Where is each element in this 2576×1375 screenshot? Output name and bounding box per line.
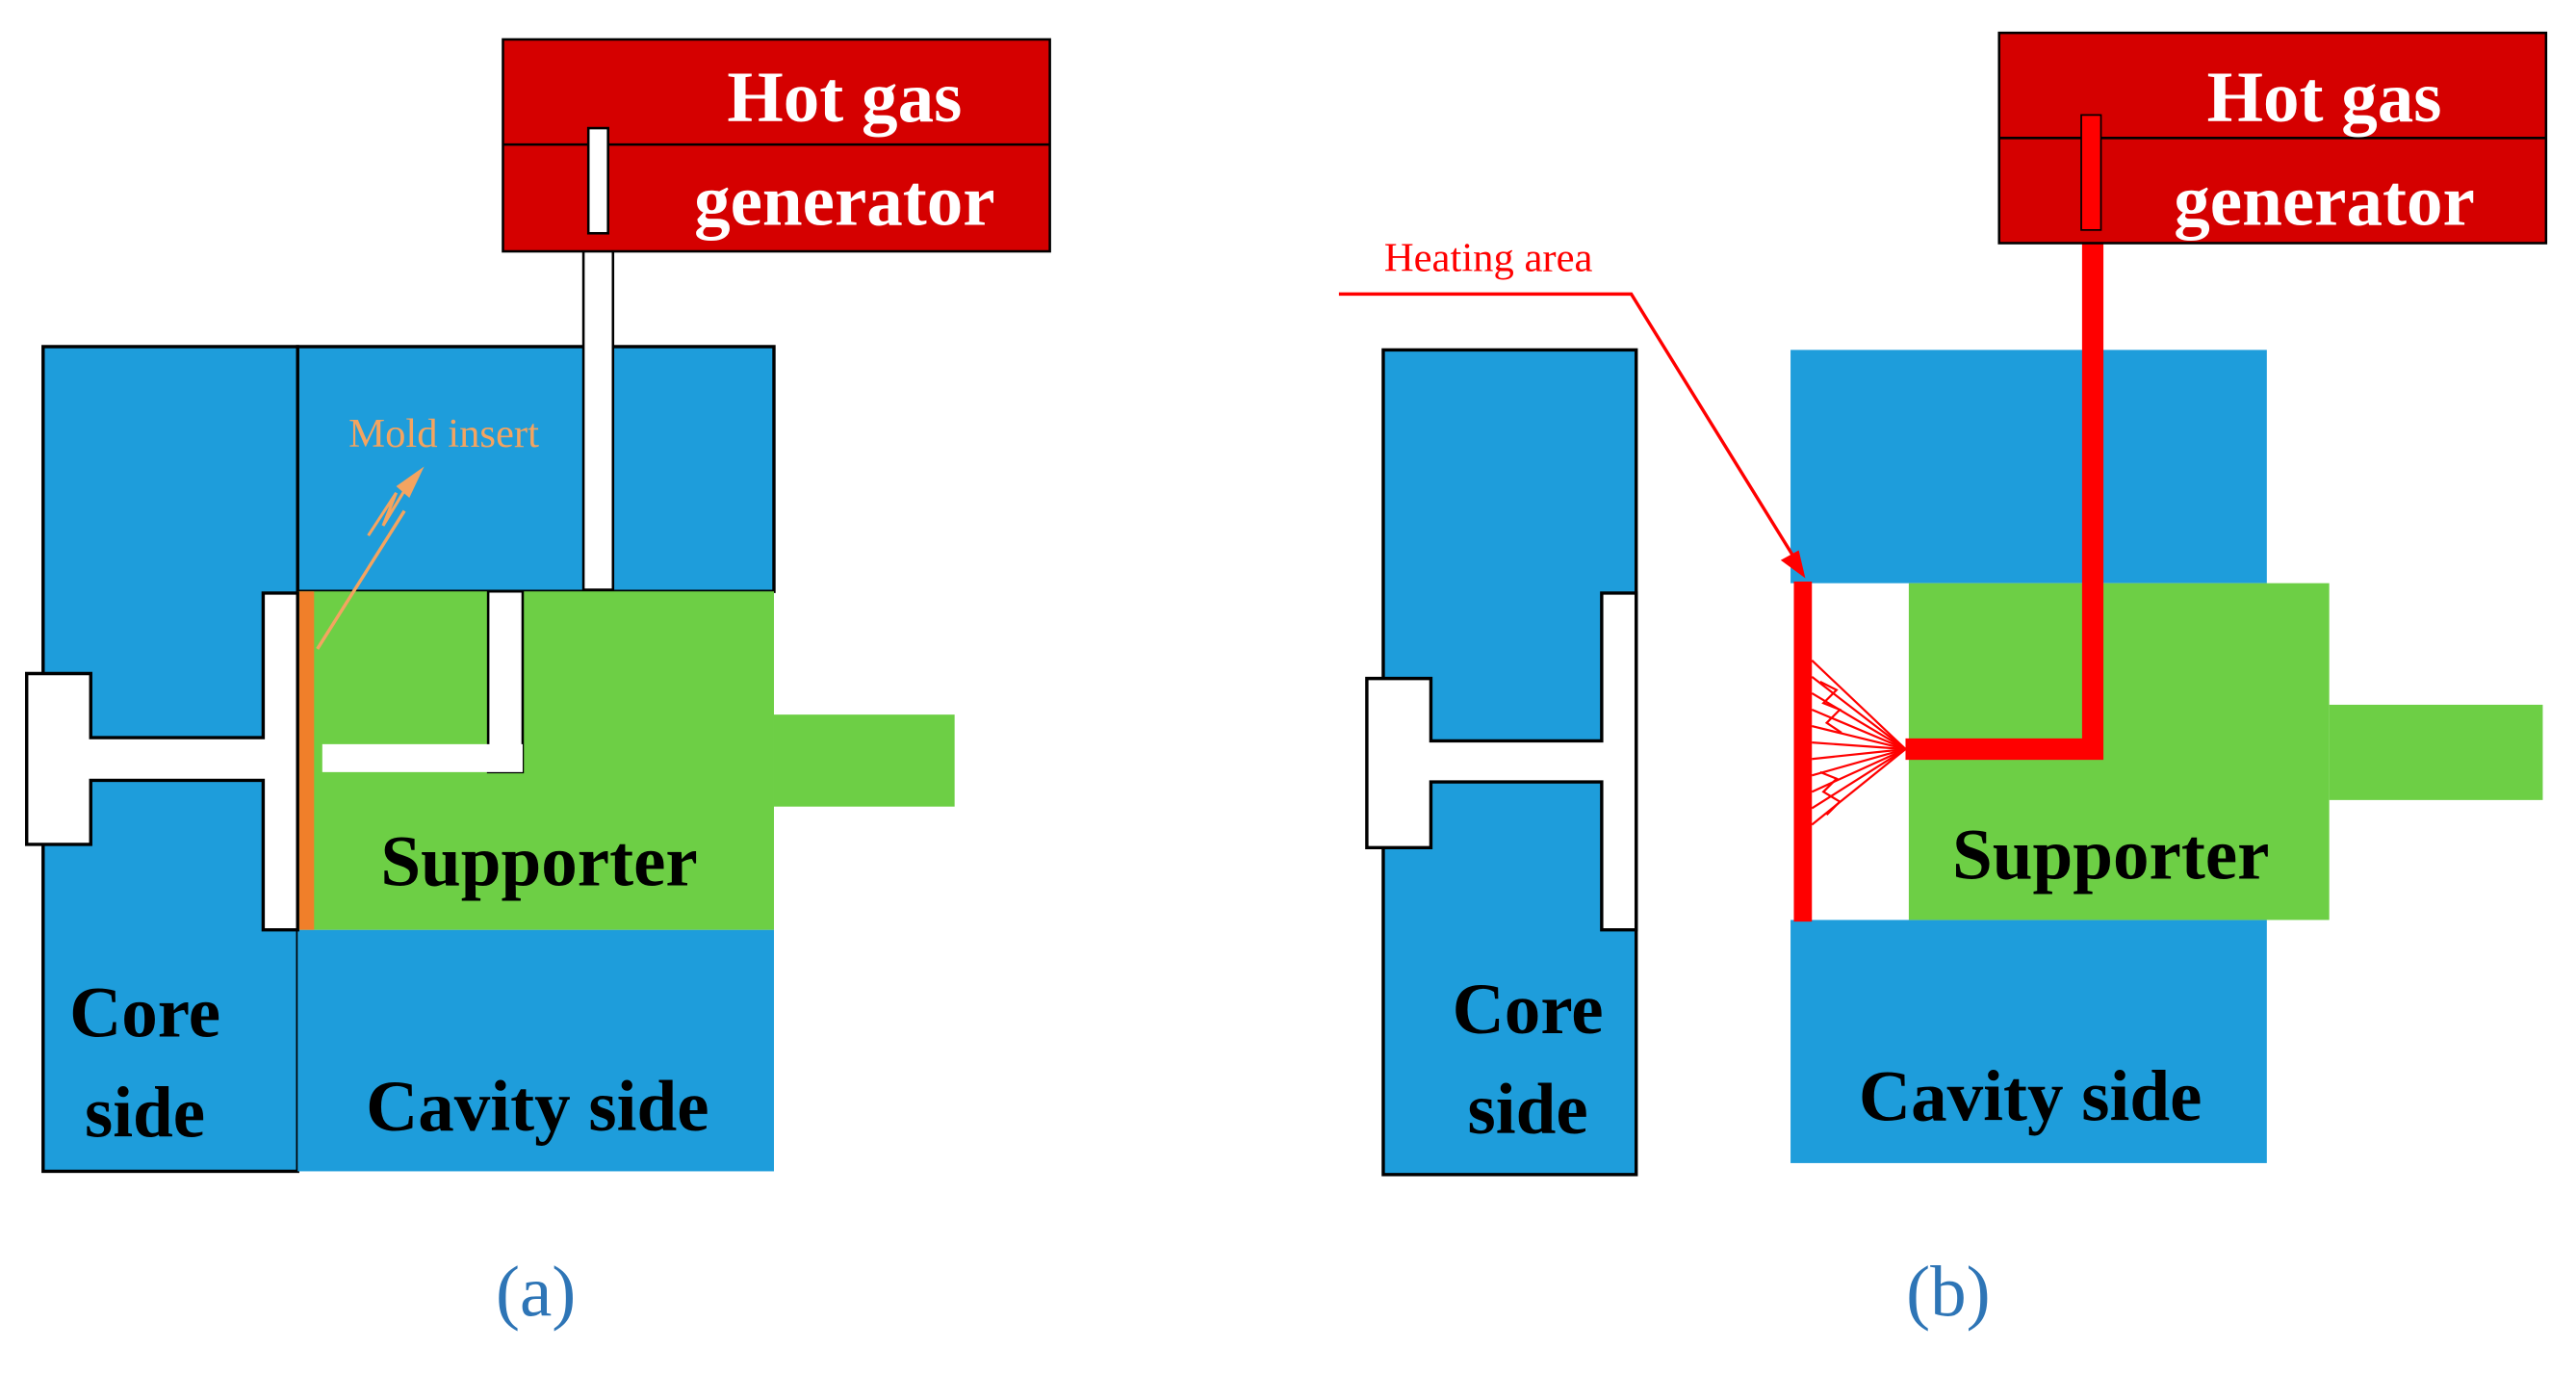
cavity-lower-block-b	[1790, 920, 2267, 1163]
cavity-side-label-b: Cavity side	[1859, 1057, 2202, 1137]
heating-area-label-b: Heating area	[1384, 236, 1593, 281]
mold-insert-pointer-zig-a	[367, 486, 408, 537]
supporter-extension-b	[2329, 704, 2543, 800]
mold-insert-strip-a	[298, 591, 315, 930]
core-side-label-line1-b: Core	[1453, 970, 1604, 1050]
mold-insert-pointer-a	[316, 509, 406, 650]
caption-b: (b)	[1906, 1253, 1991, 1333]
cavity-side-label-a: Cavity side	[366, 1067, 708, 1147]
generator-label-line2-a: generator	[694, 162, 995, 242]
supporter-label-b: Supporter	[1952, 816, 2269, 895]
heating-plate-b	[1793, 581, 1813, 922]
supporter-extension-a	[773, 714, 955, 807]
generator-label-line1-b: Hot gas	[2207, 58, 2442, 138]
cavity-lower-block-a	[297, 929, 774, 1172]
cavity-upper-block-a	[296, 345, 776, 593]
heat-spray-lines-b	[1811, 660, 1907, 826]
generator-label-line2-b: generator	[2174, 162, 2475, 242]
generator-label-line1-a: Hot gas	[727, 58, 962, 138]
gas-channel-vertical-a	[486, 589, 525, 774]
core-side-label-line2-b: side	[1468, 1070, 1588, 1150]
mold-insert-label-a: Mold insert	[348, 411, 539, 456]
panel-a: Mold insert Hot gas generator Supporter …	[25, 38, 1051, 1333]
heating-area-pointer-b	[1338, 292, 1801, 566]
panel-b: Hot gas generator Heating area Supporter…	[1338, 31, 2548, 1333]
core-side-label-line2-a: side	[85, 1074, 205, 1154]
supporter-label-a: Supporter	[380, 822, 697, 902]
ejector-part-a	[25, 591, 299, 932]
caption-a: (a)	[496, 1253, 576, 1333]
gas-nozzle-lower-a	[581, 228, 615, 591]
mold-insert-pointer-arrow-a	[396, 466, 425, 498]
gas-nozzle-top-a	[586, 126, 609, 235]
gas-nozzle-top-b	[2080, 114, 2102, 231]
hot-gas-channel-b	[1905, 229, 2104, 761]
core-side-label-line1-a: Core	[69, 973, 220, 1053]
cavity-upper-block-b	[1790, 350, 2267, 584]
ejector-part-b	[1365, 591, 1638, 932]
heating-area-pointer-arrow-b	[1780, 550, 1806, 579]
gas-channel-horizontal-a	[322, 743, 523, 772]
